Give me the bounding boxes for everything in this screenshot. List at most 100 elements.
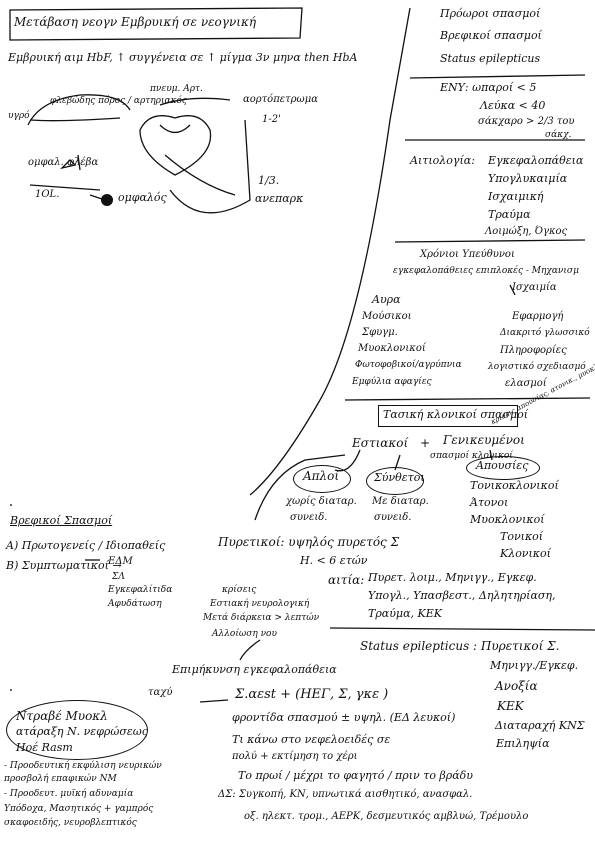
gen-oval-label: Απουσίες <box>476 459 529 472</box>
pyretikoi-note: Εστιακή νευρολογική <box>210 599 310 609</box>
diagram-min: 1-2' <box>262 114 281 125</box>
treatment-line: οξ. ηλεκτ. τρομ., ΑΕΡΚ, δεσμευτικός αμβλ… <box>244 811 529 822</box>
aitiologia-label: Αιτιολογία: <box>410 154 475 167</box>
branch-right-sub: σπασμοί κλονικοί <box>430 451 513 461</box>
treatment-line: φροντίδα σπασμού ± υψηλ. (ΕΔ λευκοί) <box>232 711 456 724</box>
xronoi-left-item: Μυοκλονικοί <box>358 343 426 354</box>
brefikoi-b-item: Εγκεφαλίτιδα <box>108 585 173 595</box>
ntravet-oval <box>6 700 148 760</box>
branch-left-label: Εστιακοί <box>352 436 409 450</box>
sitha-label: Σύνθετοι <box>374 471 425 484</box>
gen-item: Κλονικοί <box>500 547 551 560</box>
brefikoi-title: Βρεφικοί Σπασμοί <box>10 514 113 527</box>
pyretikoi-note: Μετά διάρκεια > λεπτών <box>203 613 320 623</box>
tasi-box <box>378 405 518 427</box>
treatment-line: ΔΣ: Συγκοπή, ΚΝ, υπνωτικά αισθητικό, ανα… <box>218 789 473 800</box>
xronoi-left-item: Αυρα <box>372 293 401 306</box>
sitha-desc: συνειδ. <box>374 512 412 523</box>
ntravet-note: προσβολή επαφικών ΝΜ <box>4 774 117 784</box>
pyretikoi-label: Πυρετικοί: υψηλός πυρετός Σ <box>218 535 400 549</box>
ntravet-line: Ηοέ Rasm <box>16 741 73 754</box>
gen-item: Τονικοί <box>500 530 544 543</box>
brefikoi-b: Β) Συμπτωματικοί → <box>6 559 122 572</box>
treatment-top-note: ταχύ <box>148 687 173 698</box>
ntravet-note: - Προοδευτική εκφύλιση νευρικών <box>4 761 162 771</box>
xronoi-right-item: Πληροφορίες <box>500 345 567 356</box>
sitha-oval <box>366 467 424 495</box>
diagram-left-vessel: αορτόπετρωμα <box>243 94 318 105</box>
aitiologia-item: Τραύμα <box>488 208 531 221</box>
aitiologia-item: Εγκεφαλοπάθεια <box>488 154 584 167</box>
status-epi-item: Μηνιγγ./Εγκεφ. <box>490 659 579 672</box>
diagram-right-label: 1/3. <box>258 174 280 187</box>
aplo-label: Απλοί <box>303 469 340 483</box>
pyretikoi-note: κρίσεις <box>222 585 257 595</box>
ntravet-note: - Προοδευτ. μυϊκή αδυναμία <box>4 789 134 799</box>
xronoi-subtitle: εγκεφαλοπάθειες επιπλοκές - Μηχανισμ <box>393 266 579 276</box>
gen-oval <box>466 456 540 480</box>
pyretikoi-aitia-label: αιτία: <box>328 573 365 587</box>
pyretikoi-aitia: Πυρετ. λοιμ., Μηνιγγ., Εγκεφ. <box>368 571 537 584</box>
sitha-desc: Με διαταρ. <box>372 496 429 507</box>
right-top-item: Πρόωροι σπασμοί <box>440 7 541 20</box>
xronoi-right-head: Ισχαιμία <box>512 282 557 293</box>
treatment-line: πολύ + εκτίμηση το χέρι <box>232 751 358 762</box>
gen-item: Άτονοι <box>470 496 509 509</box>
diagram-heart: ανεπαρκ <box>255 192 304 205</box>
pyretikoi-aitia: Υπογλ., Υπασβεστ., Δηλητηρίαση, <box>368 589 556 602</box>
aplo-desc: συνειδ. <box>290 512 328 523</box>
status-epi-item: Ανοξία <box>495 679 538 693</box>
branch-plus: + <box>420 436 431 450</box>
right-top-item: Status epilepticus <box>440 52 541 65</box>
branch-right-label: Γενικευμένοι <box>443 433 525 447</box>
treatment-line: Το πρωί / μέχρι το φαγητό / πριν το βράδ… <box>238 769 473 782</box>
aitiologia-item: Υπογλυκαιμία <box>488 172 568 185</box>
eny-item: σάκχ. <box>545 130 572 140</box>
treatment-formula: Σ.αεst + (ΗΕΓ, Σ, γκε ) <box>235 687 389 702</box>
status-epi-label: Status epilepticus : Πυρετικοί Σ. <box>360 639 560 653</box>
ntravet-line: ατάραξη Ν. νεφρώσεως <box>16 725 148 738</box>
brefikoi-b-item: ΕΔΜ <box>108 556 133 567</box>
xronoi-right-item: Εφαρμογή <box>512 311 564 322</box>
pyretikoi-note: Αλλοίωση νου <box>212 629 277 639</box>
xronoi-right-item: ελασμοί <box>505 378 547 389</box>
xronoi-right-item: Διακριτό γλωσσικό <box>500 328 590 338</box>
ntravet-note: σκαφοειδής, νευροβλεπτικός <box>4 818 137 828</box>
diagram-placenta-vessels: φλεβώδης πόρος / αρτηριακός <box>50 96 187 106</box>
xronoi-left-item: Σφυγμ. <box>362 327 398 338</box>
brefikoi-b-item: Αφυδάτωση <box>108 599 162 609</box>
treatment-line: Επιμήκυνση εγκεφαλοπάθεια <box>172 663 337 676</box>
aitiologia-item: Ισχαιμική <box>488 190 544 203</box>
ntravet-note: Υπόδοχα, Μασητικός + γαμπρός <box>4 804 154 814</box>
aplo-desc: χωρίς διαταρ. <box>286 496 357 507</box>
diagram-umbilical-x: 1ΟL. <box>35 189 60 200</box>
ntravet-line: Ντραβέ Μυοκλ <box>16 709 108 723</box>
eny-item: Λεύκα < 40 <box>480 99 546 112</box>
tasi-label: Τασική κλονικοί σπασμοί <box>383 408 529 421</box>
xronoi-left-item: Φωτοφοβικοί/αγρύπνια <box>355 360 462 370</box>
xronoi-left-item: Μούσικοι <box>362 311 412 322</box>
diagram-right-vessels: πνευμ. Αρτ. <box>150 84 203 94</box>
xronoi-title: Χρόνιοι Υπεύθυνοι <box>420 249 515 260</box>
diagram-fluid: υγρό <box>8 111 30 121</box>
eny-item: σάκχαρο > 2/3 του <box>478 116 575 127</box>
right-top-item: Βρεφικοί σπασμοί <box>440 29 542 42</box>
eny-label: ΕΝΥ: ωπαροί < 5 <box>440 81 537 94</box>
diagram-umbilical-vein: ομφαλ. φλέβα <box>28 157 99 168</box>
treatment-line: Τι κάνω στο νεφελοειδές σε <box>232 733 391 746</box>
aitiologia-item: Λοιμώξη, Όγκος <box>485 226 568 237</box>
pyretikoi-sub: Η. < 6 ετών <box>300 554 368 567</box>
page-title: Μετάβαση νεογν Εμβρυική σε νεογνική <box>14 15 257 29</box>
status-epi-item: Διαταραχή ΚΝΣ <box>495 719 585 732</box>
gen-item: Τονικοκλονικοί <box>470 479 559 492</box>
brefikoi-b-item: ΣΛ <box>112 572 125 582</box>
intro-text: Εμβρυική αιμ HbF, ↑ συγγένεια σε ↑ μίγμα… <box>8 51 358 64</box>
xronoi-right-item: λογιστικό σχεδιασμό <box>488 362 586 372</box>
status-epi-item: ΚΕΚ <box>497 699 524 713</box>
brefikoi-a: Α) Πρωτογενείς / Ιδιοπαθείς <box>6 539 166 552</box>
gen-item: Μυοκλονικοί <box>470 513 545 526</box>
aplo-oval <box>293 465 351 493</box>
xronoi-left-item: Εμφύλια αφαγίες <box>352 377 432 387</box>
diagram-navel: ομφαλός <box>118 191 167 204</box>
pyretikoi-aitia: Τραύμα, ΚΕΚ <box>368 607 442 620</box>
